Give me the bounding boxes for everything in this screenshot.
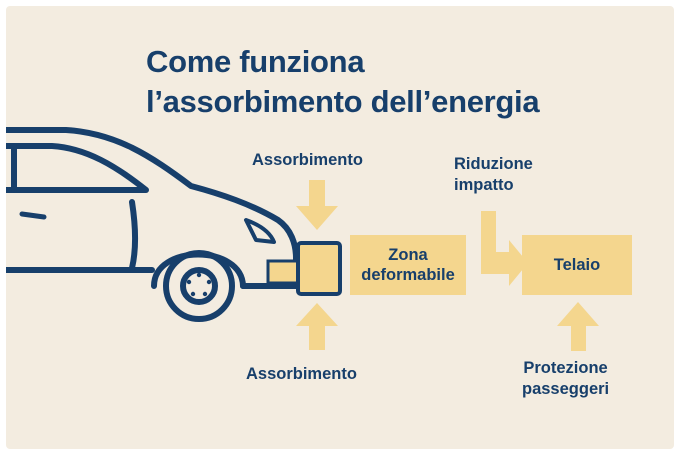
label-protezione-line-2: passeggeri (522, 380, 610, 398)
car-door-line (129, 199, 138, 271)
label-protezione-line-1: Protezione (523, 359, 608, 377)
car-hub-spokes (186, 272, 212, 297)
label-riduzione-impatto: Riduzione impatto (454, 154, 533, 196)
crash-absorber-block (296, 241, 342, 296)
label-riduzione-line-1: Riduzione (454, 155, 533, 173)
box-telaio-label: Telaio (553, 256, 601, 274)
label-protezione-passeggeri: Protezione passeggeri (522, 358, 609, 400)
car-window (6, 143, 149, 193)
title-line-1: Come funziona (146, 44, 365, 79)
arrows (296, 180, 599, 351)
page-title: Come funziona l’assorbimento dell’energi… (146, 42, 540, 122)
car-wheel (163, 250, 235, 322)
car-headlight (244, 218, 276, 244)
car-hub (180, 267, 218, 305)
box-telaio: Telaio (522, 235, 632, 295)
bumper-mount (266, 259, 300, 285)
arrow-up-telaio-icon (557, 302, 599, 351)
arrow-down-right-icon (481, 211, 528, 286)
diagram-artwork (6, 127, 599, 351)
car-illustration (6, 127, 299, 322)
box-zona-line-1: Zona (388, 246, 428, 264)
arrow-down-icon (296, 180, 338, 230)
car-door-handle (19, 211, 47, 220)
car-body-outline (6, 127, 299, 289)
infographic-card: Come funziona l’assorbimento dell’energi… (6, 6, 674, 449)
arrow-up-icon (296, 303, 338, 350)
label-assorbimento-bottom: Assorbimento (246, 365, 357, 383)
box-zona-deformabile: Zona deformabile (350, 235, 466, 295)
label-riduzione-line-2: impatto (454, 176, 514, 194)
title-line-2: l’assorbimento dell’energia (146, 84, 540, 119)
label-assorbimento-top: Assorbimento (252, 151, 363, 169)
box-zona-line-2: deformabile (361, 266, 455, 284)
